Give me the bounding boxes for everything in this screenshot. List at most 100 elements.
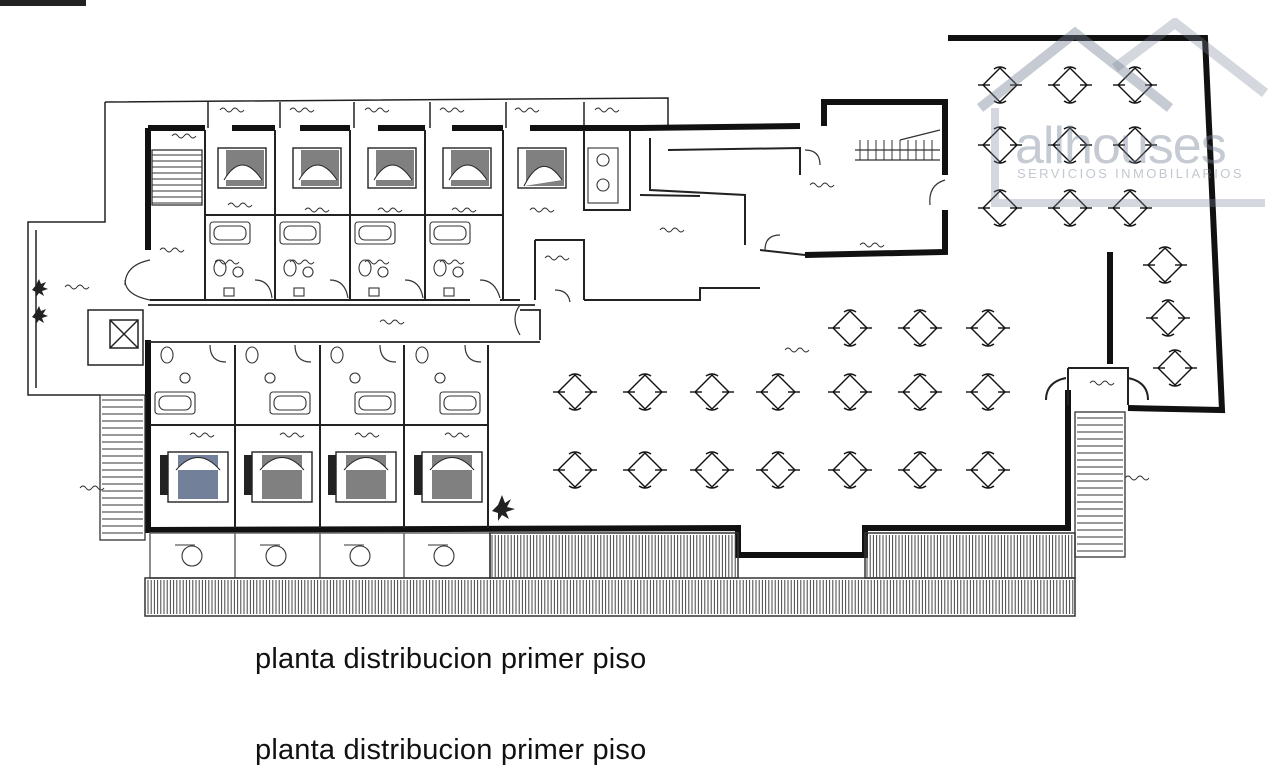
dining-table <box>1153 349 1197 387</box>
dining-table <box>623 451 667 489</box>
room-partitions-upper <box>150 130 806 301</box>
label-scribble <box>379 319 405 325</box>
dining-table <box>828 451 872 489</box>
label-scribble <box>79 485 105 491</box>
label-scribble <box>514 107 540 113</box>
table-top <box>1157 350 1193 386</box>
dining-table <box>1113 66 1157 104</box>
chair <box>843 309 857 313</box>
chair <box>993 100 1007 104</box>
chair <box>1123 189 1137 193</box>
sink <box>452 266 464 278</box>
chair <box>993 189 1007 193</box>
doors <box>124 149 946 363</box>
left-stair-steps <box>102 399 143 534</box>
chair <box>1168 349 1182 353</box>
table-top <box>1147 247 1183 283</box>
table-top <box>760 374 796 410</box>
dining-table <box>898 373 942 411</box>
toilet <box>596 178 610 192</box>
table-top <box>982 127 1018 163</box>
bathtub <box>279 221 321 245</box>
bed-frame <box>292 147 342 189</box>
bed-frame <box>517 147 567 189</box>
corner-mark <box>0 0 86 6</box>
nightstand <box>244 455 252 495</box>
dining-table <box>756 373 800 411</box>
bathtub <box>209 221 251 245</box>
upper-right-stairs <box>855 129 941 161</box>
table-top <box>1052 127 1088 163</box>
bathtub <box>439 391 481 415</box>
chair <box>705 485 719 489</box>
chair <box>1128 66 1142 70</box>
bathtub <box>429 221 471 245</box>
table-top <box>557 452 593 488</box>
chair <box>993 160 1007 164</box>
label-scribble <box>219 107 245 113</box>
dining-table <box>966 309 1010 347</box>
sink <box>179 372 191 384</box>
table-top <box>902 310 938 346</box>
toilet <box>330 346 344 364</box>
corridor <box>148 304 541 343</box>
dining-table <box>623 373 667 411</box>
bathtub <box>154 391 196 415</box>
bathtub-inner <box>443 395 477 411</box>
chair <box>913 485 927 489</box>
toilet <box>245 346 259 364</box>
chair <box>1161 333 1175 337</box>
sink <box>232 266 244 278</box>
chair <box>993 126 1007 130</box>
bathtub-inner <box>158 395 192 411</box>
chair <box>843 451 857 455</box>
bathroom-fixtures-lower <box>154 346 481 415</box>
dining-table <box>978 126 1022 164</box>
dining-table <box>828 373 872 411</box>
label-scribble <box>1089 380 1115 386</box>
label-scribble <box>171 133 197 139</box>
nightstand <box>160 455 168 495</box>
table-top <box>1052 67 1088 103</box>
right-stairs <box>1074 411 1126 558</box>
chair <box>981 373 995 377</box>
table-top <box>1112 190 1148 226</box>
table-top <box>832 452 868 488</box>
left-stairs <box>99 394 146 541</box>
bed-cover <box>429 457 475 471</box>
chair <box>1123 223 1137 227</box>
chair <box>1063 223 1077 227</box>
upper-left-stairs <box>151 149 203 206</box>
chair <box>568 407 582 411</box>
label-scribble <box>451 207 477 213</box>
chair <box>1063 189 1077 193</box>
bed-frame <box>367 147 417 189</box>
label-scribble <box>784 347 810 353</box>
chair <box>913 407 927 411</box>
chair <box>568 451 582 455</box>
label-scribble <box>529 207 555 213</box>
chair <box>705 407 719 411</box>
chair <box>1128 160 1142 164</box>
table-top <box>627 374 663 410</box>
label-scribble <box>304 207 330 213</box>
dining-table <box>898 451 942 489</box>
bed-cover <box>298 164 338 181</box>
plan-caption-1: planta distribucion primer piso <box>255 643 647 675</box>
beds-upper-rooms <box>217 147 567 189</box>
plan-caption-2: planta distribucion primer piso <box>255 734 647 766</box>
label-scribble <box>659 227 685 233</box>
chair <box>1128 100 1142 104</box>
bathtub <box>354 391 396 415</box>
chair <box>993 223 1007 227</box>
label-scribble <box>64 284 90 290</box>
label-scribble <box>364 259 390 265</box>
chair <box>1168 383 1182 387</box>
dining-table <box>977 189 1022 227</box>
chair <box>843 373 857 377</box>
bathtub-inner <box>213 225 247 241</box>
chair <box>913 343 927 347</box>
table-top <box>694 374 730 410</box>
table-top <box>760 452 796 488</box>
balcony-strip <box>149 532 491 579</box>
